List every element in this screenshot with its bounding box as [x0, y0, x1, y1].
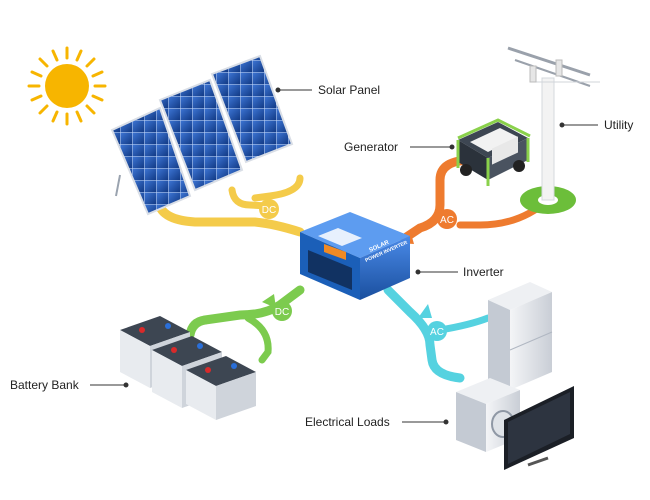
utility-pole-icon	[507, 46, 600, 214]
refrigerator-icon	[488, 282, 553, 390]
battery-bank-label: Battery Bank	[10, 378, 79, 392]
svg-text:DC: DC	[262, 205, 276, 216]
svg-text:AC: AC	[440, 215, 454, 226]
electrical-loads-label: Electrical Loads	[305, 415, 390, 429]
solar-panel-icon	[110, 54, 294, 216]
solar-panel-label: Solar Panel	[318, 83, 381, 97]
svg-text:AC: AC	[430, 327, 444, 338]
ac-flow-badge-generator: AC	[437, 209, 457, 229]
inverter-label: Inverter	[463, 265, 504, 279]
generator-label: Generator	[344, 140, 399, 154]
dc-flow-badge-solar: DC	[259, 199, 279, 219]
generator-icon	[456, 118, 531, 186]
inverter-icon: SOLAR POWER INVERTER	[300, 212, 410, 300]
dc-flow-badge-battery: DC	[272, 301, 292, 321]
svg-text:DC: DC	[275, 307, 289, 318]
battery-icon	[120, 316, 256, 420]
sun-icon	[27, 46, 107, 126]
utility-label: Utility	[604, 118, 634, 132]
callout-leaders	[90, 87, 598, 425]
solar-flow-pipe	[153, 174, 305, 237]
ac-flow-badge-loads: AC	[427, 321, 447, 341]
television-icon	[504, 386, 574, 470]
